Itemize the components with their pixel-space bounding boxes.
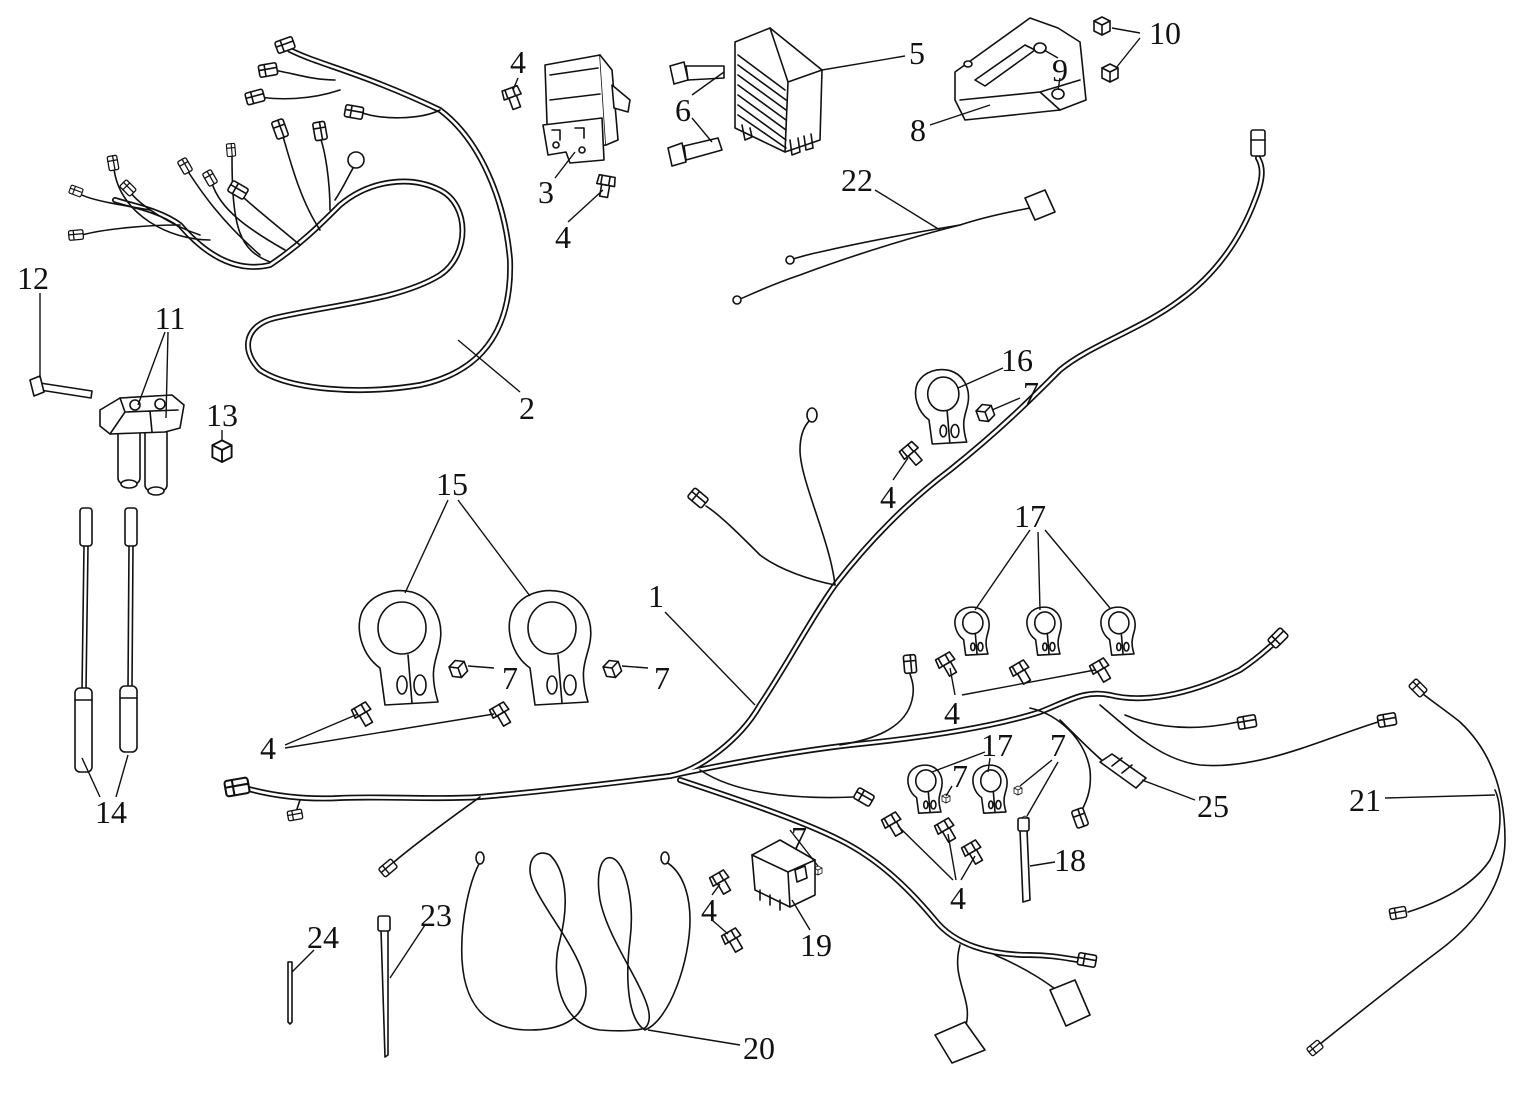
callout-label: 7	[654, 660, 670, 696]
callout-label: 7	[791, 820, 807, 856]
callout-label: 4	[880, 479, 896, 515]
callout-label: 5	[909, 35, 925, 71]
callout-label: 4	[950, 880, 966, 916]
small-clamps-part-17	[907, 606, 1136, 814]
callout-label: 7	[1023, 375, 1039, 411]
pin-part-24	[287, 961, 293, 1025]
nuts-part-10	[1093, 16, 1119, 83]
ecu-part-3	[542, 54, 631, 164]
callout-label: 3	[538, 174, 554, 210]
callout-label: 16	[1001, 342, 1033, 378]
spark-plug-leads-part-14	[74, 507, 138, 773]
callout-label: 2	[519, 390, 535, 426]
callout-label: 7	[502, 660, 518, 696]
callout-label: 11	[155, 300, 186, 336]
callout-label: 7	[952, 758, 968, 794]
long-bolt-part-12	[29, 375, 93, 399]
callout-label: 25	[1197, 788, 1229, 824]
ignition-coil-part-11	[99, 394, 185, 496]
callout-label: 1	[648, 578, 664, 614]
callout-label: 10	[1149, 15, 1181, 51]
bracket-part-8	[954, 17, 1087, 121]
sensor-lead-part-22	[732, 189, 1056, 305]
nut-part-13	[211, 439, 233, 463]
sub-harness-part-2	[67, 35, 510, 390]
callout-label: 23	[420, 897, 452, 933]
callout-label: 13	[206, 397, 238, 433]
callout-label: 20	[743, 1030, 775, 1066]
callout-label: 4	[944, 695, 960, 731]
clamp-part-16	[915, 369, 970, 445]
callout-label: 19	[800, 927, 832, 963]
callout-label: 4	[555, 219, 571, 255]
callout-label: 4	[260, 730, 276, 766]
leader-lines	[39, 27, 1496, 1046]
callout-label: 18	[1054, 842, 1086, 878]
callout-label: 9	[1052, 52, 1068, 88]
callout-label: 4	[510, 44, 526, 80]
callout-label: 7	[1050, 727, 1066, 763]
lead-part-21	[1305, 677, 1506, 1057]
callout-label: 12	[17, 260, 49, 296]
callout-label: 15	[436, 466, 468, 502]
large-clamps-part-15	[358, 589, 592, 706]
callout-label: 17	[1014, 498, 1046, 534]
relay-part-19	[751, 839, 816, 911]
bolts-part-4	[349, 84, 1116, 956]
cable-tie-part-18	[1017, 817, 1031, 903]
connector-part-25	[1099, 753, 1147, 789]
main-harness-part-1	[223, 129, 1398, 1064]
callout-label: 17	[981, 727, 1013, 763]
callout-label: 4	[701, 892, 717, 928]
callout-label: 6	[675, 92, 691, 128]
bolts-part-6	[667, 61, 725, 167]
callout-label: 22	[841, 162, 873, 198]
wire-part-20	[460, 851, 691, 1032]
cable-tie-part-23	[377, 915, 391, 1058]
callout-label: 24	[307, 919, 339, 955]
regulator-part-5	[734, 27, 823, 156]
callout-label: 8	[910, 112, 926, 148]
callout-label: 21	[1349, 782, 1381, 818]
callout-labels: 4 10 5 9 6 8 3 4 22 12 11 2 13 16 7 4 15…	[17, 15, 1381, 1066]
callout-label: 14	[95, 794, 127, 830]
